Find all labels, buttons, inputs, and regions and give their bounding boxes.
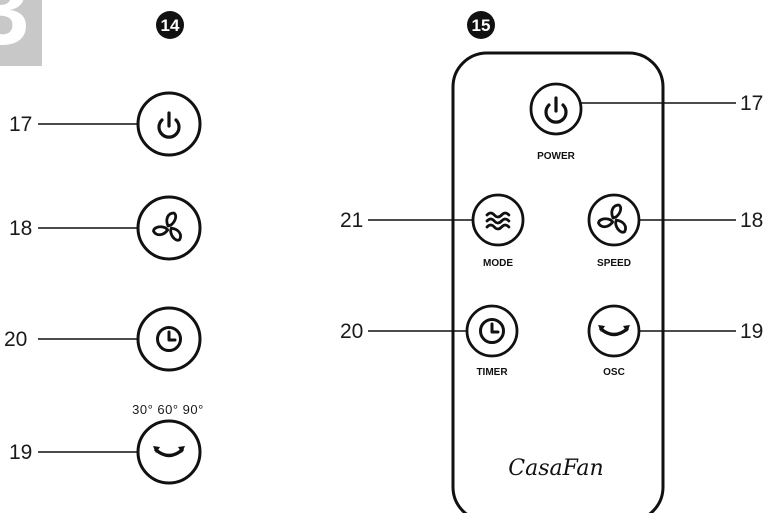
panel-callout-power: 17 — [9, 113, 32, 136]
panel-callout-timer: 20 — [4, 328, 27, 351]
panel-speed-button[interactable] — [136, 195, 202, 261]
remote-label-mode: MODE — [483, 258, 513, 269]
remote-badge: 15 — [467, 11, 495, 39]
panel-badge-text: 14 — [161, 16, 180, 35]
remote-body — [451, 51, 665, 513]
remote-callout-osc: 19 — [740, 320, 763, 343]
remote-timer-button[interactable] — [465, 304, 519, 358]
remote-brand-logo: CasaFan — [508, 456, 603, 481]
panel-timer-button[interactable] — [136, 306, 202, 372]
section-marker: 3 — [0, 0, 42, 66]
section-marker-block — [0, 0, 42, 66]
remote-label-osc: OSC — [603, 367, 625, 378]
remote-badge-text: 15 — [472, 16, 491, 35]
remote-speed-button[interactable] — [587, 193, 641, 247]
panel-callout-osc: 19 — [9, 441, 32, 464]
remote-callout-power: 17 — [740, 92, 763, 115]
remote-mode-button[interactable] — [471, 193, 525, 247]
remote-power-button[interactable] — [529, 82, 583, 136]
remote-callout-timer: 20 — [340, 320, 363, 343]
panel-callout-speed: 18 — [9, 217, 32, 240]
panel-badge: 14 — [156, 11, 184, 39]
remote-label-power: POWER — [537, 151, 576, 162]
remote-callout-speed: 18 — [740, 209, 763, 232]
section-marker-text: 3 — [0, 0, 29, 65]
panel-degree-labels: 30° 60° 90° — [132, 402, 204, 417]
remote-osc-button[interactable] — [587, 304, 641, 358]
panel-power-button[interactable] — [136, 91, 202, 157]
remote-label-timer: TIMER — [476, 367, 508, 378]
remote-callout-mode: 21 — [340, 209, 363, 232]
panel-osc-button[interactable] — [136, 419, 202, 485]
remote-label-speed: SPEED — [597, 258, 631, 269]
